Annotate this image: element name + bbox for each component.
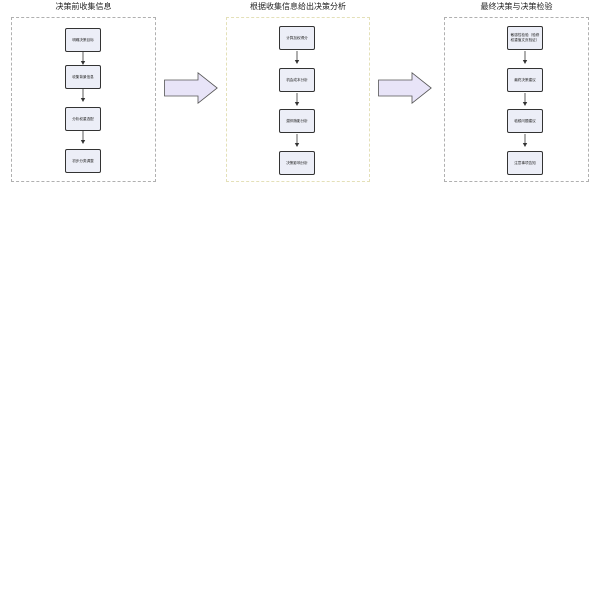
step-final-recommendation: 最终决策建议 bbox=[507, 68, 543, 92]
step-issue-suggestions: 临候问题建议 bbox=[507, 109, 543, 133]
right-arrow-icon bbox=[378, 72, 432, 104]
step-define-goal: 明确决策目标 bbox=[65, 28, 101, 52]
down-arrow-icon bbox=[522, 134, 528, 147]
down-arrow-icon bbox=[294, 51, 300, 64]
step-side-effect-analysis: 潜伴随影分析 bbox=[279, 109, 315, 133]
down-arrow-icon bbox=[294, 93, 300, 106]
panel-title-decision: 最终决策与决策检验 bbox=[480, 2, 553, 11]
panel-final-decision: 敏感性检验（验修权重值文页验证） 最终决策建议 临候问题建议 注意事项告知 bbox=[444, 17, 589, 182]
down-arrow-icon bbox=[294, 134, 300, 147]
step-collect-background: 收集背景信息 bbox=[65, 65, 101, 89]
panel-decision-analysis: 计算加权得分 机会成本分析 潜伴随影分析 决策影响分析 bbox=[226, 17, 370, 182]
step-initial-classification: 初步分类调整 bbox=[65, 149, 101, 173]
panel-title-analysis: 根据收集信息给出决策分析 bbox=[250, 2, 346, 11]
panel-title-collect: 决策前收集信息 bbox=[55, 2, 112, 11]
step-sensitivity-check: 敏感性检验（验修权重值文页验证） bbox=[507, 26, 543, 50]
down-arrow-icon bbox=[80, 52, 86, 65]
down-arrow-icon bbox=[522, 51, 528, 64]
step-analyze-weights: 分析权重选配 bbox=[65, 107, 101, 131]
step-notes-notice: 注意事项告知 bbox=[507, 151, 543, 175]
step-opportunity-cost: 机会成本分析 bbox=[279, 68, 315, 92]
down-arrow-icon bbox=[80, 89, 86, 102]
panel-collect-info: 明确决策目标 收集背景信息 分析权重选配 初步分类调整 bbox=[11, 17, 156, 182]
down-arrow-icon bbox=[522, 93, 528, 106]
right-arrow-icon bbox=[164, 72, 218, 104]
step-impact-analysis: 决策影响分析 bbox=[279, 151, 315, 175]
step-weighted-score: 计算加权得分 bbox=[279, 26, 315, 50]
down-arrow-icon bbox=[80, 131, 86, 144]
